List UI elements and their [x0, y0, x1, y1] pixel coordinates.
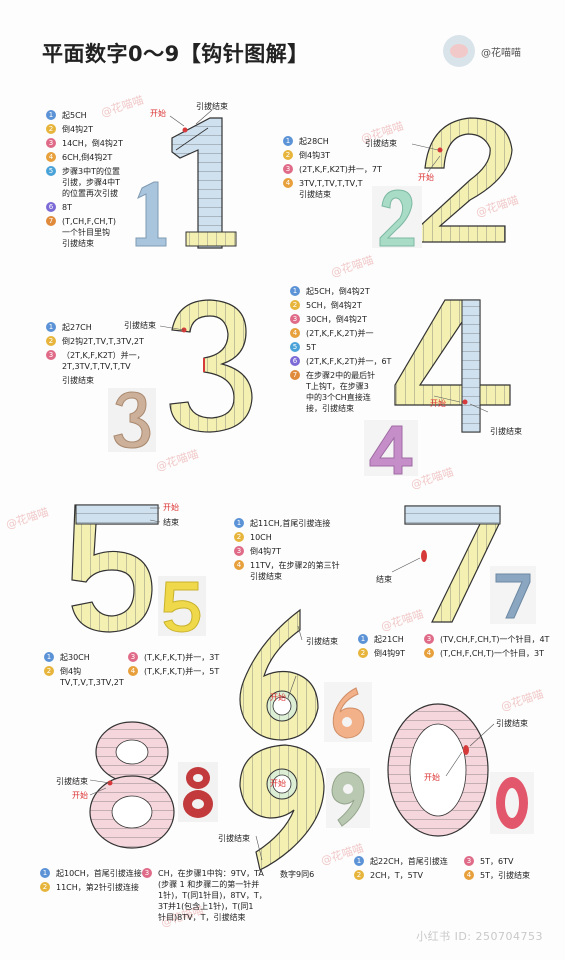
page-title: 平面数字0～9【钩针图解】 [42, 42, 309, 66]
author-badge[interactable]: @花喵喵 [443, 35, 521, 67]
step-item: 3(T,K,F,K,T)并一，3T [128, 652, 238, 663]
step-item: 引拔结束 [62, 376, 94, 385]
label-finish: 引拔结束 [365, 139, 397, 148]
yarn-photo-3 [108, 388, 156, 452]
avatar[interactable] [443, 35, 475, 67]
footer-id: 小红书 ID: 250704753 [416, 930, 543, 943]
label-start: 开始 [270, 693, 286, 702]
yarn-photo-8 [178, 762, 218, 822]
step-item: 4(T,K,F,K,T)并一，5T [128, 666, 238, 688]
label-start: 开始 [72, 791, 88, 800]
digit-4-diagram [394, 299, 511, 433]
yarn-photo-5 [158, 576, 206, 636]
label-start: 开始 [270, 779, 286, 788]
digit-0-diagram [387, 703, 489, 837]
yarn-photo-9 [326, 768, 370, 828]
label-finish: 引拔结束 [306, 637, 338, 646]
label-knot: 结束 [376, 575, 392, 584]
step-item: 6(2T,K,F,K,2T)并一，6T [290, 356, 394, 367]
digit-1-diagram [171, 117, 237, 249]
step-item: 4(2T,K,F,K,2T)并一 [290, 328, 394, 339]
label-finish: 引拔结束 [496, 719, 528, 728]
step-item: 3（2T,K,F,K2T）并一， 2T,3TV,T,TV,T,TV [46, 350, 166, 372]
label-finish: 引拔结束 [196, 102, 228, 111]
label-knot: 结束 [163, 518, 179, 527]
digit-3-diagram [169, 299, 253, 433]
label-start: 开始 [163, 503, 179, 512]
yarn-photo-1 [135, 181, 167, 247]
yarn-photo-7 [490, 566, 536, 624]
leader-lines [89, 109, 495, 861]
yarn-photo-4 [364, 420, 418, 476]
digit-5-diagram [71, 504, 159, 633]
step-item: 7(T,CH,F,CH,T) 一个针目里钩 引拔结束 [46, 216, 136, 249]
step-item: 3(2T,K,F,K2T)并一，7T [283, 164, 403, 175]
yarn-photo-2 [372, 186, 422, 248]
digit-9-diagram [239, 744, 325, 871]
digit-7-diagram [404, 505, 501, 623]
label-start: 开始 [150, 109, 166, 118]
label-finish: 引拔结束 [218, 834, 250, 843]
label-finish: 引拔结束 [56, 777, 88, 786]
yarn-photo-0 [490, 772, 534, 834]
label-start: 开始 [424, 773, 440, 782]
digit-6-diagram [239, 608, 319, 741]
author-name: @花喵喵 [481, 47, 521, 59]
digit-8-diagram [89, 721, 175, 849]
label-start: 开始 [430, 399, 446, 408]
step-item: 3(TV,CH,F,CH,T)一个针目，4T [424, 634, 554, 645]
yarn-photo-6 [324, 682, 372, 742]
label-start: 开始 [418, 173, 434, 182]
label-finish: 引拔结束 [124, 321, 156, 330]
label-finish: 引拔结束 [490, 427, 522, 436]
digit-2-diagram [419, 117, 513, 243]
step-item: 4(T,CH,F,CH,T)一个针目，3T [424, 648, 554, 659]
note-9-same-as-6: 数字9同6 [280, 870, 315, 879]
